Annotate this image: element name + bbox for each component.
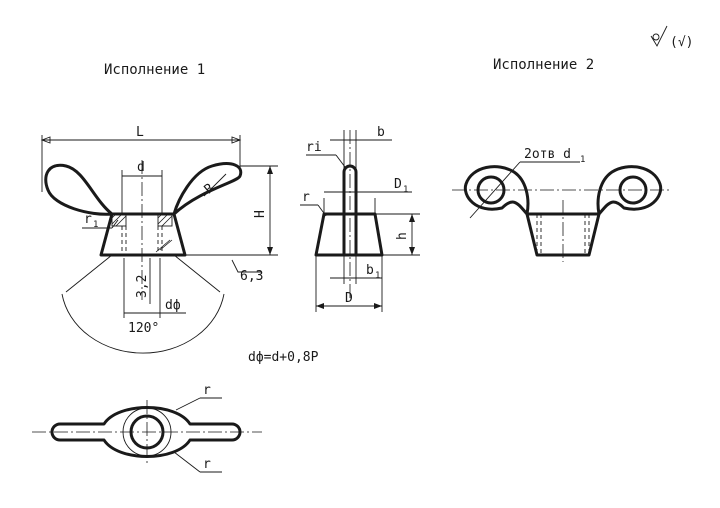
plan-view: r r: [32, 383, 262, 473]
dim-chamfer: 3,2: [135, 275, 150, 298]
roughness-symbol: (√): [650, 25, 693, 50]
caption-variant-1: Исполнение 1: [104, 62, 205, 78]
dim-D1-sub: 1: [403, 185, 408, 195]
dim-angle: 120°: [128, 321, 159, 336]
plan-dim-r-bottom: r: [203, 457, 211, 472]
dim-b1-sub: 1: [375, 271, 380, 281]
dim-r1-sub: 1: [93, 220, 98, 230]
dim-h: h: [395, 232, 410, 240]
front-view-outline: [44, 162, 243, 257]
dim-D: D: [345, 291, 353, 306]
dim-b: b: [377, 125, 385, 140]
front-view-variant-2: 2отв d 1: [452, 147, 672, 262]
dim-holes: 2отв d: [524, 147, 571, 162]
formula-dphi: dф=d+0,8P: [248, 350, 319, 365]
dim-D1: D: [394, 177, 402, 192]
plan-dim-r-top: r: [203, 383, 211, 398]
side-view: ri b D 1 r h b 1 D: [300, 125, 420, 312]
roughness-mark-text: (√): [670, 35, 693, 50]
variant-2-outline: [463, 165, 663, 257]
dim-b1: b: [366, 263, 374, 278]
dim-dphi: dф: [165, 298, 181, 313]
dim-roughness-value: 6,3: [240, 269, 263, 284]
dim-r1: r: [84, 212, 92, 227]
dim-d: d: [137, 160, 145, 175]
front-view-variant-1: L d R r 1 H 120° dф 3,2 6,3: [40, 125, 278, 354]
dim-holes-sub: 1: [580, 155, 585, 165]
caption-variant-2: Исполнение 2: [493, 57, 594, 73]
dim-L: L: [136, 125, 144, 140]
dim-H: H: [253, 210, 268, 218]
dim-ri: ri: [306, 140, 322, 155]
dim-r-side: r: [302, 190, 310, 205]
